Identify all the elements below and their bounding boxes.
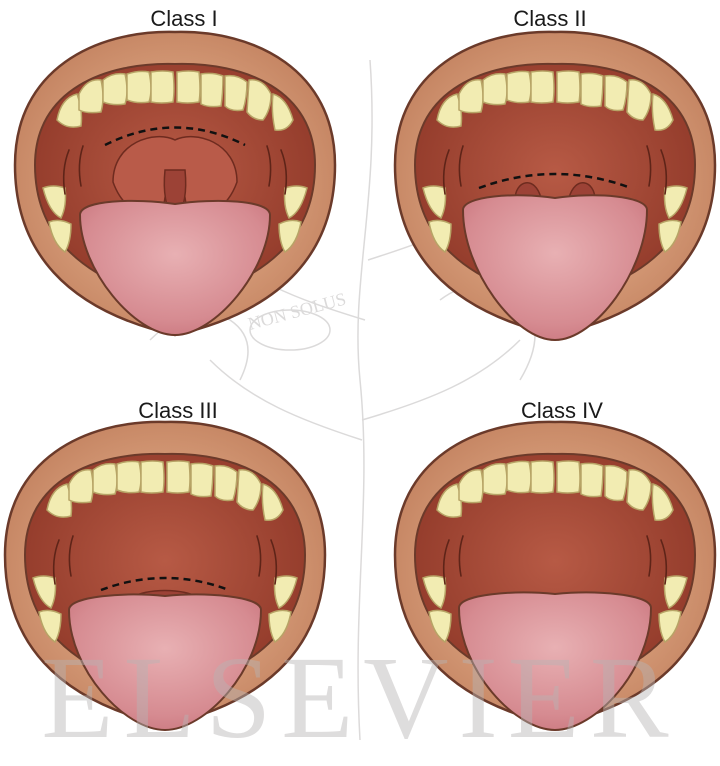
tongue	[80, 201, 270, 335]
tongue	[463, 195, 647, 340]
label-class-4: Class IV	[462, 398, 662, 424]
label-class-2: Class II	[450, 6, 650, 32]
label-class-3: Class III	[78, 398, 278, 424]
panel-class-1	[15, 32, 335, 335]
label-class-1: Class I	[84, 6, 284, 32]
watermark-publisher: ELSEVIER	[0, 630, 720, 766]
panel-class-2	[395, 32, 715, 340]
